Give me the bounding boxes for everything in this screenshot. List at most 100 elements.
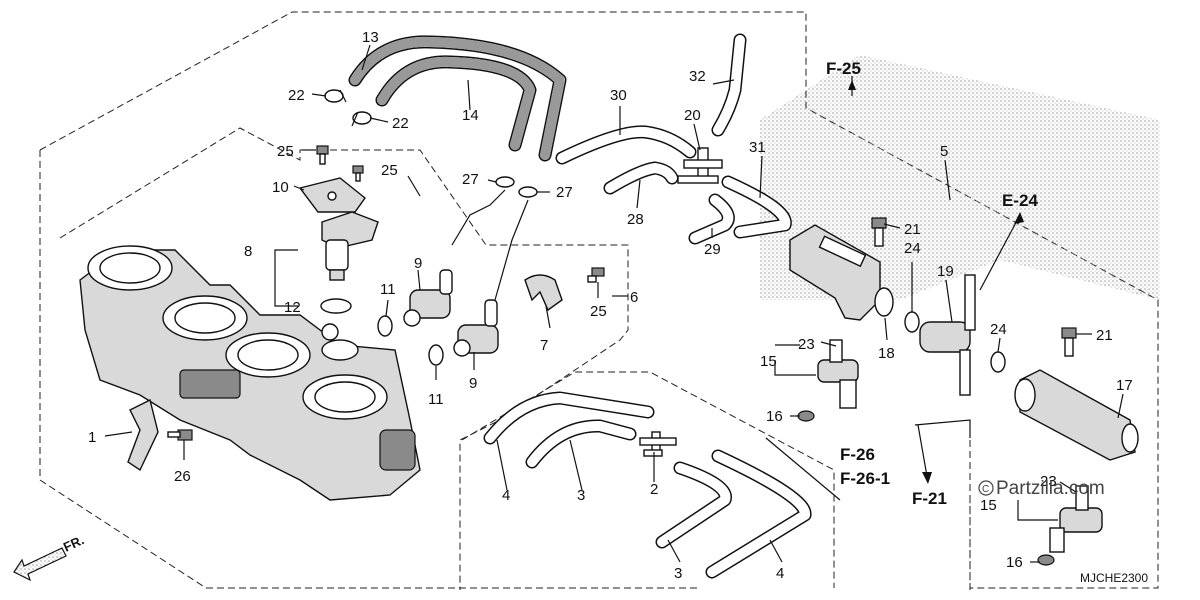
callout-14: 14: [462, 107, 479, 124]
bracket-7: [524, 274, 563, 312]
callout-7: 7: [540, 337, 548, 354]
callout-25-mid: 25: [381, 162, 398, 179]
e24-arrow: [979, 214, 1021, 291]
screw-26: [167, 429, 193, 441]
callout-17: 17: [1116, 377, 1133, 394]
screw-25-bracket: [587, 267, 605, 283]
f25-arrowhead: [848, 80, 856, 90]
injector-15-upper: [817, 339, 859, 409]
callout-21-lower: 21: [1096, 327, 1113, 344]
clamp-22-lower: [351, 111, 372, 127]
e24-arrowhead: [1014, 212, 1024, 224]
callout-16-lower: 16: [1006, 554, 1023, 571]
hose-3-upper: [525, 419, 637, 469]
hose-4-upper: [483, 391, 655, 445]
hose-28: [603, 161, 679, 195]
front-direction-arrow: FR.: [13, 532, 86, 582]
nut-16-upper: [797, 410, 815, 422]
callout-4-lower: 4: [776, 565, 784, 582]
ref-e24: E-24: [1002, 191, 1038, 210]
o-ring-12: [320, 298, 352, 314]
callout-4-upper: 4: [502, 487, 510, 504]
fuel-rail-17: [1014, 369, 1139, 461]
clamp-22-upper: [324, 89, 347, 103]
washer-11-upper: [377, 315, 393, 337]
callout-23-upper: 23: [798, 336, 815, 353]
ref-f25: F-25: [826, 59, 861, 78]
ref-f26: F-26: [840, 445, 875, 464]
front-direction-label: FR.: [61, 532, 86, 554]
callout-12: 12: [284, 299, 301, 316]
f26-arrow: [765, 437, 841, 501]
outer-boundary-left: [39, 150, 700, 589]
sensor-8: [321, 211, 379, 281]
ref-f21: F-21: [912, 489, 947, 508]
callout-20: 20: [684, 107, 701, 124]
callout-11-lower: 11: [428, 391, 444, 408]
callout-9-lower: 9: [469, 375, 477, 392]
hose-30: [555, 125, 697, 165]
fuel-rail-shading: [760, 55, 1160, 300]
bolt-21-lower: [1061, 327, 1077, 357]
callout-24-lower: 24: [990, 321, 1007, 338]
washer-11-lower: [428, 344, 444, 366]
joint-2: [639, 431, 677, 457]
callout-32: 32: [689, 68, 706, 85]
hose-3-lower: [655, 461, 732, 549]
throttle-body-assembly: [79, 245, 421, 501]
callout-29: 29: [704, 241, 721, 258]
callout-30: 30: [610, 87, 627, 104]
diagram-code: MJCHE2300: [1080, 571, 1148, 585]
clip-27-right: [518, 186, 538, 198]
callout-5: 5: [940, 143, 948, 160]
callout-1: 1: [88, 429, 96, 446]
stay-1: [127, 398, 159, 472]
o-ring-24-lower: [990, 351, 1006, 373]
callout-31: 31: [749, 139, 766, 156]
callout-25-bracket: 25: [590, 303, 607, 320]
callout-11-upper: 11: [380, 281, 396, 298]
callout-25-top: 25: [277, 143, 294, 160]
outer-boundary: [39, 11, 1159, 589]
hose-29: [688, 193, 735, 245]
hose-32: [711, 33, 747, 137]
callout-27-left: 27: [462, 171, 479, 188]
callout-2: 2: [650, 481, 658, 498]
screw-25-right: [352, 165, 364, 182]
f21-arrowhead: [922, 472, 932, 484]
fuel-rail-18: [789, 224, 894, 321]
callout-3-lower: 3: [674, 565, 682, 582]
bolt-21-upper: [871, 217, 887, 247]
svg-text:C: C: [982, 484, 989, 495]
screw-25-top: [316, 145, 329, 165]
callout-9-upper: 9: [414, 255, 422, 272]
callout-19: 19: [937, 263, 954, 280]
f21-ref-line: [914, 419, 971, 438]
callout-10: 10: [272, 179, 289, 196]
inner-hose-boundary: [461, 371, 835, 588]
hose-31: [721, 175, 792, 239]
callout-28: 28: [627, 211, 644, 228]
solenoid-valve-9-lower: [453, 299, 499, 357]
clip-27-left: [495, 176, 515, 188]
watermark: C Partzilla.com: [978, 478, 1105, 499]
injector-15-lower: [1049, 485, 1103, 553]
callout-22-lower: 22: [392, 115, 409, 132]
o-ring-24-upper: [904, 311, 920, 333]
callout-numbers: 13 14 22 22 25 10 25 27 27 30 28 20 32 2…: [88, 29, 1133, 582]
callout-8: 8: [244, 243, 252, 260]
callout-6: 6: [630, 289, 638, 306]
reference-labels: F-25 E-24 F-26 F-26-1 F-21: [826, 59, 1038, 508]
callout-13: 13: [362, 29, 379, 46]
leader-lines: [104, 44, 1124, 563]
watermark-text: Partzilla.com: [996, 478, 1105, 499]
callout-15-upper: 15: [760, 353, 777, 370]
joint-19: [919, 274, 976, 396]
callout-16-upper: 16: [766, 408, 783, 425]
hose-4-lower: [705, 449, 812, 579]
callout-3-upper: 3: [577, 487, 585, 504]
solenoid-valve-9-upper: [403, 269, 453, 327]
bracket-10: [298, 177, 366, 213]
callout-27-right: 27: [556, 184, 573, 201]
